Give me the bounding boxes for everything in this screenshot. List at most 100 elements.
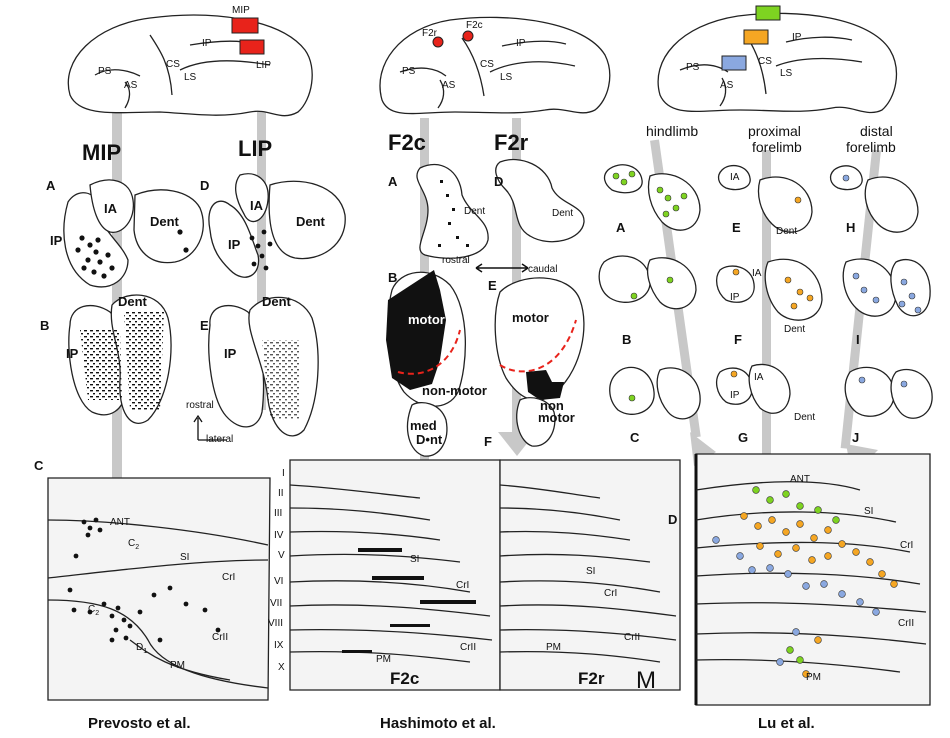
panel-label-d-lu: D	[668, 512, 677, 527]
orientation-rostral-prevosto: rostral	[186, 400, 214, 411]
region-label-med: med	[410, 418, 437, 433]
region-label-motor-b: motor	[408, 312, 445, 327]
brain-label-ps: PS	[98, 66, 112, 77]
brain-label-as-lu: AS	[720, 80, 734, 91]
pathway-arrow-f2r	[512, 118, 521, 438]
panel-e-hashimoto: E motor non motor	[488, 277, 585, 447]
brain-label-cs-h: CS	[480, 59, 494, 70]
cortex-label-cri-prevosto: CrI	[222, 572, 235, 583]
lu-row-1: A E H IA Dent	[603, 164, 919, 237]
brain-label-ip: IP	[202, 38, 212, 49]
panel-label-a: A	[46, 178, 56, 193]
cortex-label-crii-h2: CrII	[624, 632, 640, 643]
cortex-label-crii-lu: CrII	[898, 618, 914, 629]
panel-d-lu-blue-dots	[712, 536, 880, 666]
region-label-motor-e: motor	[512, 310, 549, 325]
motor-boundary-b	[397, 329, 461, 375]
panel-b-nuclei: B Dent IP	[40, 294, 172, 424]
cortex-label-pm-lu: PM	[806, 672, 821, 683]
nucleus-label-dent-e: Dent	[262, 294, 292, 309]
nucleus-label-dent-b: Dent	[118, 294, 148, 309]
panel-label-b-h: B	[388, 270, 397, 285]
brain-diagram-hashimoto: F2r F2c IP PS AS CS LS	[379, 16, 611, 115]
nucleus-label-ip-d: IP	[228, 237, 241, 252]
brain-diagram-prevosto: MIP LIP IP PS AS CS LS	[67, 5, 313, 117]
panel-label-g-lu: G	[738, 430, 748, 445]
folia-f2c: I II III IV V VI VII VIII IX X SI CrI Cr…	[268, 459, 501, 691]
lobule-label-9: IX	[274, 640, 284, 651]
mip-marker	[231, 17, 259, 34]
lu-row-1-hindlimb-dots	[612, 170, 688, 218]
lobule-label-3: III	[274, 508, 282, 519]
nucleus-label-ip-a: IP	[50, 233, 63, 248]
panel-c-cell-dots	[67, 517, 221, 643]
motor-boundary-e	[499, 319, 577, 373]
panel-label-f-lu: F	[734, 332, 742, 347]
f2r-marker	[432, 36, 444, 48]
panel-label-c: C	[34, 458, 44, 473]
panel-label-h-lu: H	[846, 220, 855, 235]
pathway-arrow-mip	[112, 110, 122, 488]
header-mip: MIP	[82, 140, 121, 165]
brain-label-ps-lu: PS	[686, 62, 700, 73]
brain-label-cs-lu: CS	[758, 56, 772, 67]
nucleus-label-ia3-lu: IA	[754, 372, 764, 383]
brain-label-as: AS	[124, 80, 138, 91]
nucleus-label-ip2-lu: IP	[730, 390, 740, 401]
folia-footer-f2c: F2c	[390, 669, 419, 688]
cortex-label-si-lu: SI	[864, 506, 873, 517]
cortex-label-si-h2: SI	[586, 566, 595, 577]
header-hindlimb: hindlimb	[646, 123, 698, 139]
brain-label-cs: CS	[166, 59, 180, 70]
nucleus-label-ia-d: IA	[250, 198, 264, 213]
credit-lu: Lu et al.	[758, 715, 815, 732]
header-forelimb-distal: forelimb	[846, 139, 896, 155]
cortex-label-si-prevosto: SI	[180, 552, 189, 563]
brain-diagram-lu: IP PS AS CS LS	[657, 5, 898, 114]
distal-forelimb-marker	[721, 55, 747, 71]
cortex-label-cri-h: CrI	[456, 580, 469, 591]
proximal-forelimb-marker	[743, 29, 769, 45]
credit-prevosto: Prevosto et al.	[88, 715, 191, 732]
cortex-label-si-h: SI	[410, 554, 419, 565]
folia-footer-f2r: F2r	[578, 669, 605, 688]
folia-f2r: SI CrI CrII PM F2r M	[499, 459, 681, 694]
credit-hashimoto: Hashimoto et al.	[380, 715, 496, 732]
panel-label-f-h: F	[484, 434, 492, 449]
panel-d-nuclei: D IA IP Dent	[200, 173, 346, 278]
prevosto-column: MIP LIP IP PS AS CS LS MIP LIP A IA IP D…	[34, 5, 346, 732]
lobule-label-5: V	[278, 550, 285, 561]
cortex-label-ant-lu: ANT	[790, 474, 810, 485]
panel-b-hashimoto: B motor non-motor med D•nt	[386, 270, 487, 457]
orientation-arrows-prevosto	[193, 414, 226, 441]
folia-footer-m: M	[636, 667, 656, 694]
header-lip: LIP	[238, 136, 272, 161]
cortex-label-crii-prevosto: CrII	[212, 632, 228, 643]
motor-map-black	[386, 270, 446, 390]
panel-a-cell-dots	[75, 229, 189, 279]
cortex-label-cri-h2: CrI	[604, 588, 617, 599]
panel-d-lu-green-dots	[752, 486, 840, 664]
cortex-label-d1: D1	[136, 642, 147, 655]
panel-label-i-lu: I	[856, 332, 860, 347]
pathway-arrow-lip	[257, 110, 266, 410]
orientation-rostral-caudal: rostral caudal	[442, 255, 557, 275]
cortex-label-c2-lower: C2	[88, 604, 99, 617]
cortex-label-c2-upper: C2	[128, 538, 139, 551]
panel-label-e-lu: E	[732, 220, 741, 235]
folia-f2c-labeling	[342, 548, 476, 653]
cortex-label-pm-h2: PM	[546, 642, 561, 653]
panel-a-hashimoto-dots	[438, 180, 469, 247]
brain-label-ls: LS	[184, 72, 197, 83]
header-f2c: F2c	[388, 130, 426, 155]
nucleus-label-dent-d: Dent	[296, 214, 326, 229]
f2c-marker	[462, 30, 474, 42]
nucleus-label-dent-a: Dent	[150, 214, 180, 229]
brain-label-ls-lu: LS	[780, 68, 793, 79]
panel-d-lu-orange-dots	[740, 512, 898, 678]
header-distal: distal	[860, 123, 893, 139]
lobule-label-6: VI	[274, 576, 283, 587]
header-f2r: F2r	[494, 130, 529, 155]
nonmotor-map-black	[526, 370, 564, 400]
